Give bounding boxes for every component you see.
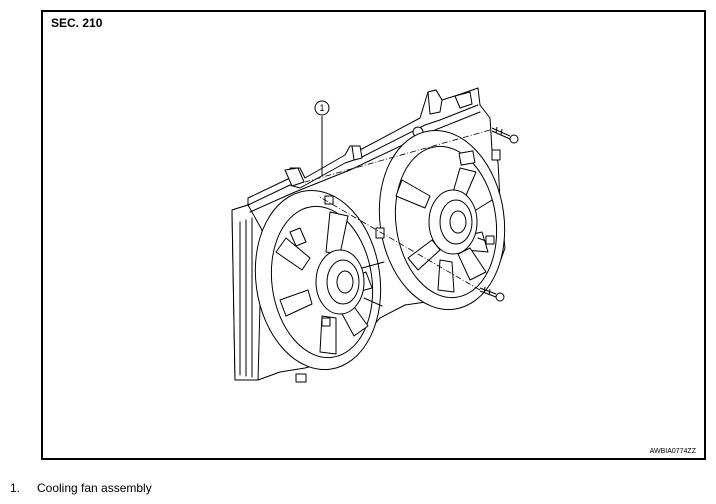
- bolt-upper: [491, 126, 519, 144]
- bolt-lower: [479, 286, 505, 302]
- legend-item: 1. Cooling fan assembly: [10, 481, 152, 495]
- figure-frame: SEC. 210 AWBIA0774ZZ: [41, 10, 706, 460]
- callout-1-number: 1: [319, 103, 324, 113]
- figure-code: AWBIA0774ZZ: [649, 448, 696, 455]
- section-label: SEC. 210: [51, 16, 103, 30]
- callout-1: [314, 100, 330, 176]
- legend-text: Cooling fan assembly: [37, 481, 152, 495]
- legend-number: 1.: [10, 481, 21, 495]
